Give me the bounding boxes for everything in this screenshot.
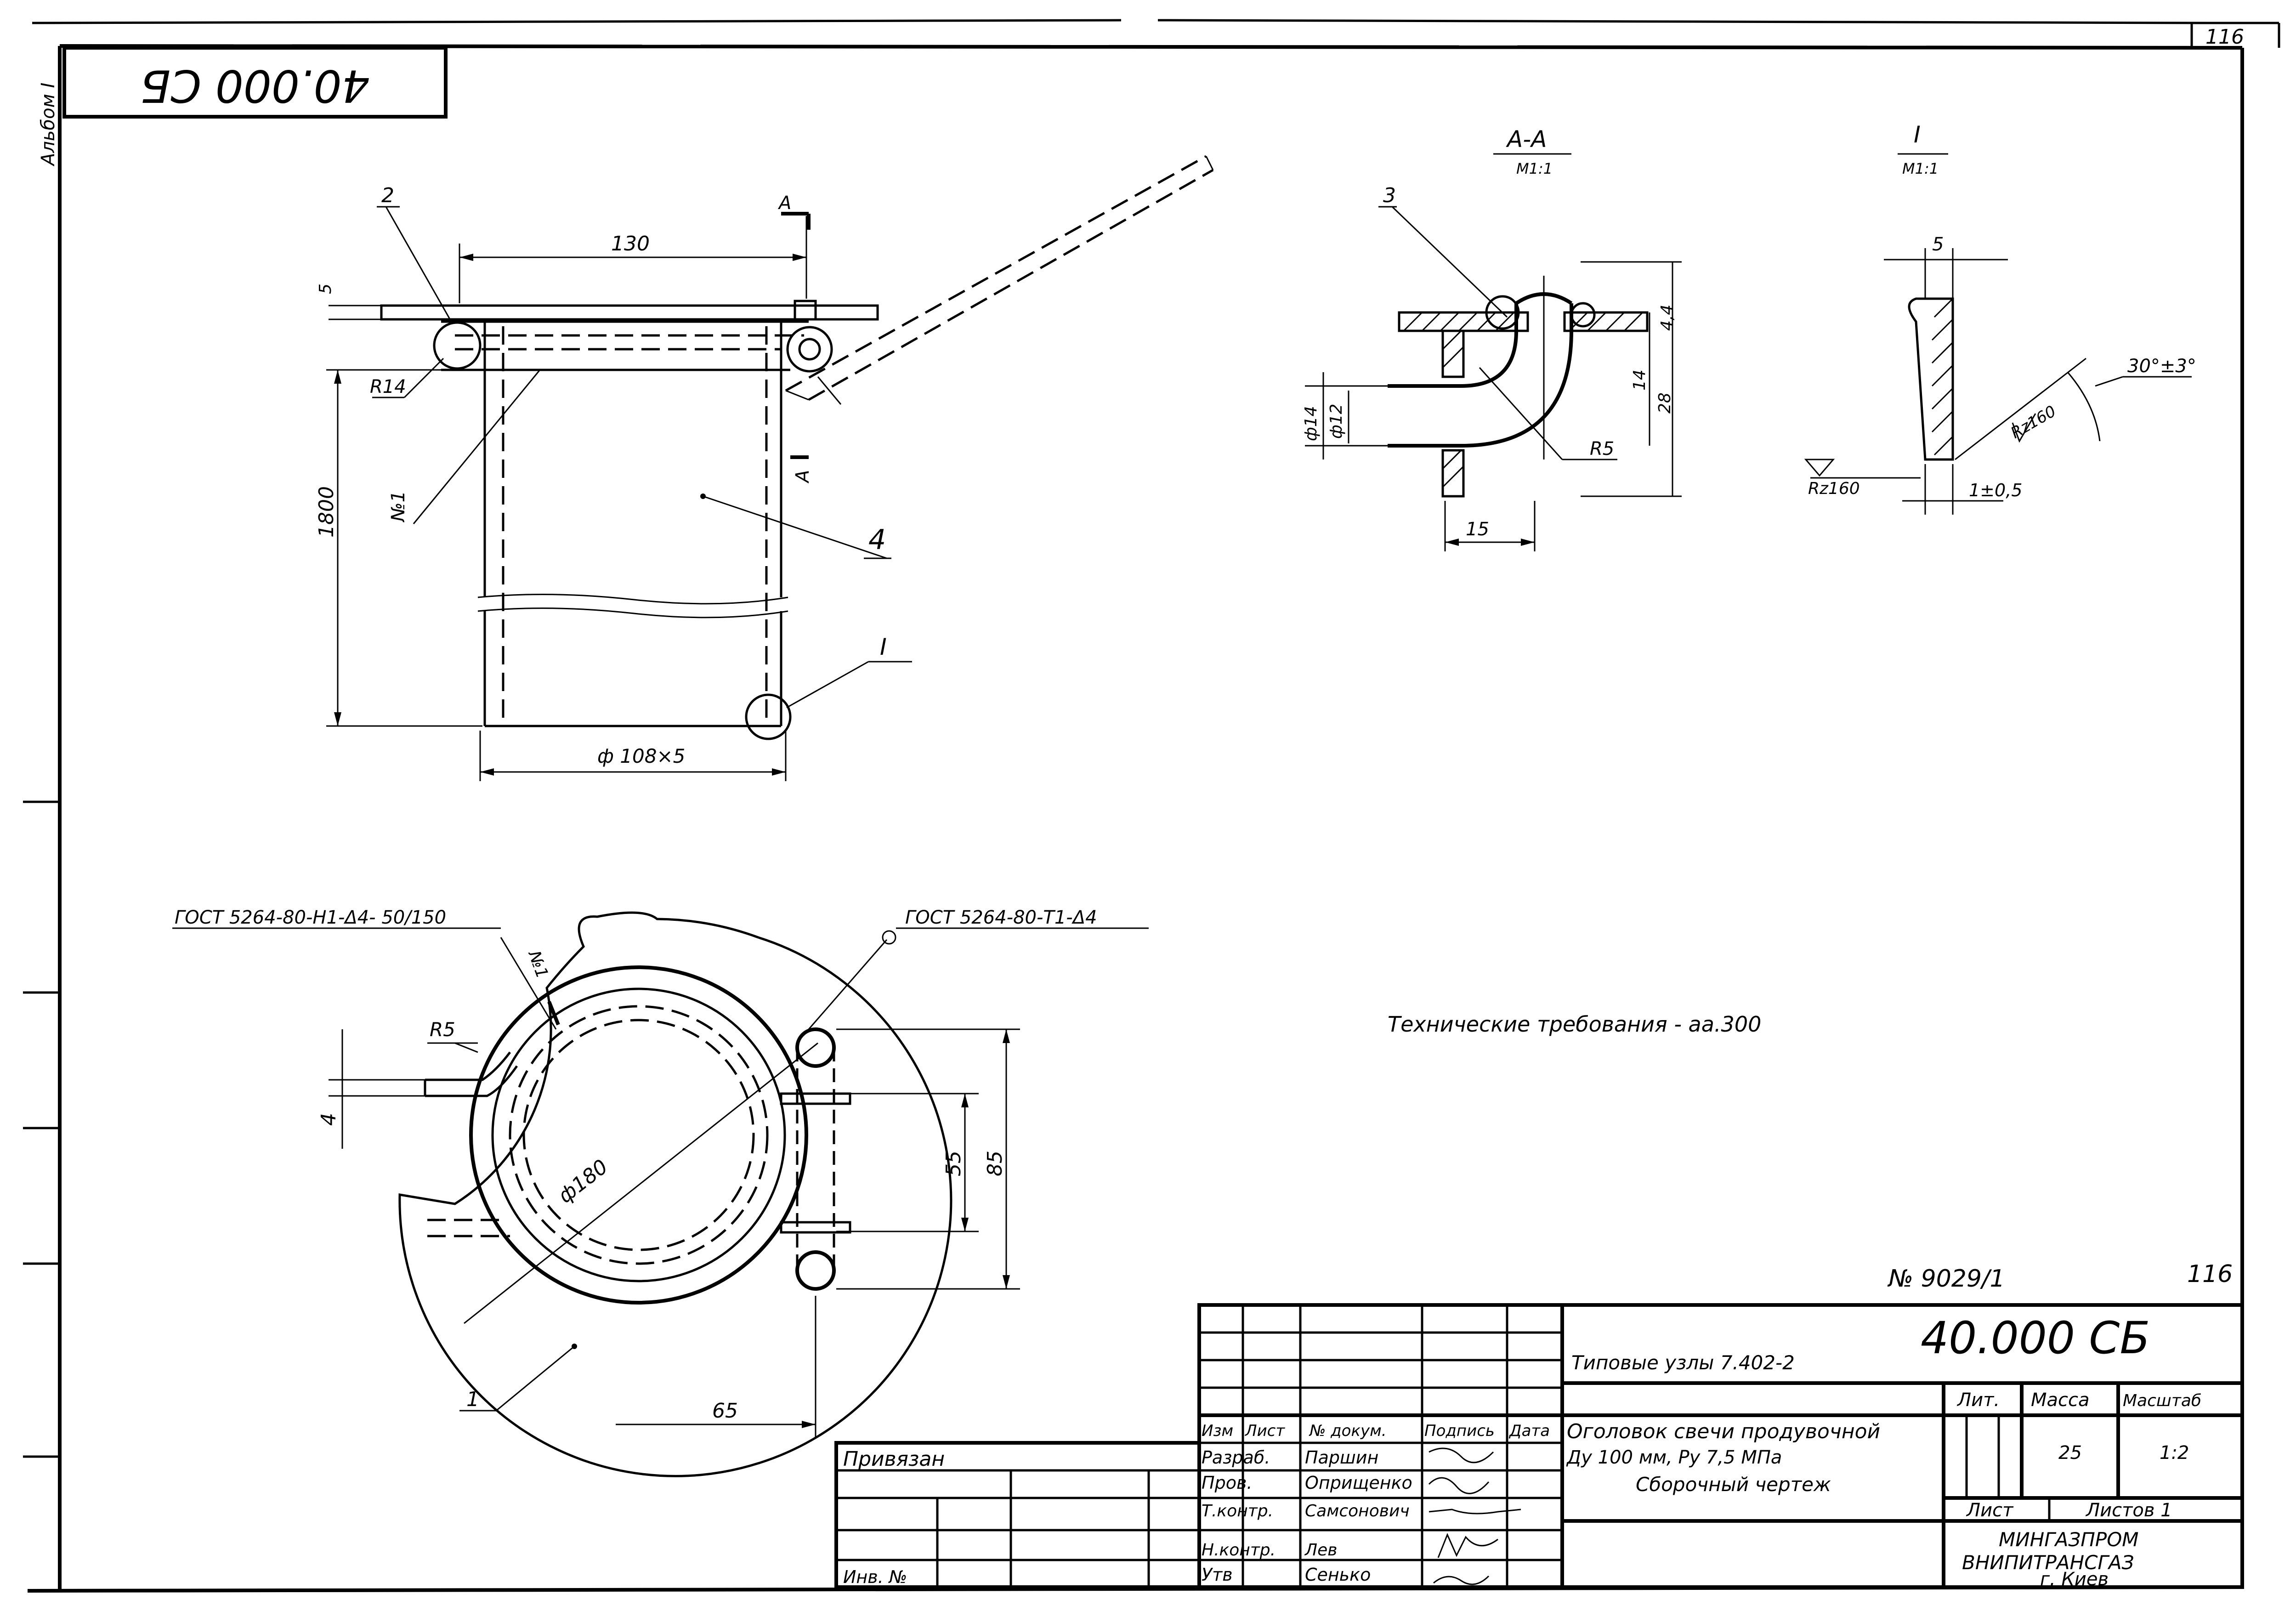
roughness-rz160-a: Rz160 <box>2008 402 2059 442</box>
weld-mark-plan: №1 <box>524 947 552 981</box>
pos-4: 4 <box>868 524 886 556</box>
tb-h-list: Лист <box>1244 1422 1285 1440</box>
pos-1: 1 <box>466 1388 479 1411</box>
tb-sheets: Листов 1 <box>2085 1500 2172 1521</box>
tb-org-3: г. Киев <box>2040 1569 2109 1590</box>
section-mark-bottom: A <box>792 470 813 484</box>
dim-85: 85 <box>983 1151 1007 1176</box>
angle-30: 30°±3° <box>2127 356 2196 377</box>
weld-mark: №1 <box>388 491 409 522</box>
tb-sheet: Лист <box>1966 1500 2014 1521</box>
dim-d14: ф14 <box>1302 406 1321 441</box>
main-view: 130 1800 ф 108×5 5 R14 2 №1 4 A A <box>315 155 1214 781</box>
dim-4-4: 4,4 <box>1658 305 1677 331</box>
tb-series: Типовые узлы 7.402-2 <box>1571 1351 1795 1374</box>
weld-gost-1: ГОСТ 5264-80-Н1-Δ4- 50/150 <box>175 907 446 928</box>
tb-name-2: Ду 100 мм, Ру 7,5 МПа <box>1566 1447 1782 1468</box>
signature-3 <box>1429 1509 1521 1515</box>
detail-i-title: I <box>1914 121 1921 148</box>
pos-3: 3 <box>1383 184 1396 207</box>
tb-h-lit: Лит. <box>1956 1390 2000 1411</box>
radius-r5-aa: R5 <box>1590 438 1614 459</box>
tb-r-prov: Пров. <box>1202 1473 1252 1493</box>
sheet-number-bottom: 116 <box>2187 1260 2233 1288</box>
tb-r-tkontr: Т.контр. <box>1202 1502 1273 1520</box>
section-aa-scale: М1:1 <box>1516 160 1553 177</box>
tb-n-prov: Оприщенко <box>1305 1473 1412 1493</box>
signature-1 <box>1429 1447 1494 1464</box>
dim-d108: ф 108×5 <box>597 745 685 767</box>
rotated-code-text: 40.000 СБ <box>140 60 369 112</box>
tb-r-utv: Утв <box>1202 1565 1233 1585</box>
tb-org-1: МИНГАЗПРОМ <box>1999 1528 2139 1551</box>
signature-4 <box>1437 1533 1498 1558</box>
tb-name-1: Оголовок свечи продувочной <box>1567 1420 1880 1443</box>
dim-55: 55 <box>942 1151 965 1176</box>
dim-5: 5 <box>316 284 335 294</box>
weld-gost-2: ГОСТ 5264-80-Т1-Δ4 <box>905 907 1097 928</box>
detail-i-scale: М1:1 <box>1902 160 1939 177</box>
title-block: Типовые узлы 7.402-2 40.000 СБ Изм Лист … <box>834 1303 2244 1590</box>
pos-2: 2 <box>381 184 394 207</box>
dim-gap: 1±0,5 <box>1969 480 2022 500</box>
tb-n-razrab: Паршин <box>1305 1447 1378 1468</box>
tb-name-3: Сборочный чертеж <box>1636 1473 1831 1496</box>
tech-requirements: Технические требования - аа.300 <box>1388 1012 1761 1037</box>
detail-mark: I <box>880 634 887 660</box>
dim-14v: 14 <box>1630 369 1649 391</box>
tb-r-razrab: Разраб. <box>1202 1447 1270 1468</box>
dim-130: 130 <box>611 232 650 255</box>
tb-r-nkontr: Н.контр. <box>1202 1541 1276 1560</box>
section-aa-title: А-А <box>1506 126 1547 153</box>
tb-org-2: ВНИПИТРАНСГАЗ <box>1962 1551 2134 1574</box>
tb-h-doc: № докум. <box>1309 1422 1387 1440</box>
sheet-number: 116 <box>2205 25 2244 49</box>
tb-code: 40.000 СБ <box>1921 1312 2150 1364</box>
dim-5-detail: 5 <box>1932 234 1944 255</box>
dim-15: 15 <box>1466 519 1489 540</box>
tb-h-mass: Масса <box>2031 1390 2090 1411</box>
dim-d180: ф180 <box>554 1155 612 1208</box>
tb-n-nkontr: Лев <box>1304 1541 1337 1560</box>
signature-2 <box>1428 1477 1490 1494</box>
radius-r14: R14 <box>370 376 406 397</box>
tb-n-utv: Сенько <box>1305 1565 1371 1585</box>
album-label: Альбом I <box>38 83 59 167</box>
tb-privyazan: Привязан <box>843 1447 945 1471</box>
plan-view: ф180 55 85 4 R5 65 1 ГОСТ 5264-80-Н1-Δ4-… <box>172 907 1149 1477</box>
rotated-code-box: 40.000 СБ <box>62 46 448 119</box>
tb-n-tkontr: Самсонович <box>1305 1502 1410 1520</box>
tb-h-sign: Подпись <box>1424 1422 1495 1440</box>
dim-28: 28 <box>1655 392 1674 414</box>
dim-1800: 1800 <box>315 486 338 538</box>
radius-r5-plan: R5 <box>430 1018 455 1041</box>
tb-h-date: Дата <box>1508 1422 1550 1440</box>
tb-h-scale: Масштаб <box>2123 1391 2201 1410</box>
tb-scale: 1:2 <box>2160 1442 2189 1464</box>
section-mark-top: A <box>777 193 791 214</box>
detail-i: I М1:1 5 30°±3° Rz160 Rz160 1±0,5 <box>1804 121 2196 515</box>
roughness-rz160-b: Rz160 <box>1808 479 1860 498</box>
signature-5 <box>1433 1575 1490 1585</box>
tb-h-izm: Изм <box>1202 1422 1233 1440</box>
dim-d12: ф12 <box>1327 403 1346 439</box>
archive-number: № 9029/1 <box>1887 1265 2005 1293</box>
tb-inv: Инв. № <box>843 1567 907 1587</box>
dim-65: 65 <box>712 1399 738 1423</box>
section-aa: А-А М1:1 3 ф14 ф12 <box>1302 126 1682 551</box>
dim-4: 4 <box>317 1113 340 1126</box>
tb-mass: 25 <box>2058 1442 2082 1464</box>
